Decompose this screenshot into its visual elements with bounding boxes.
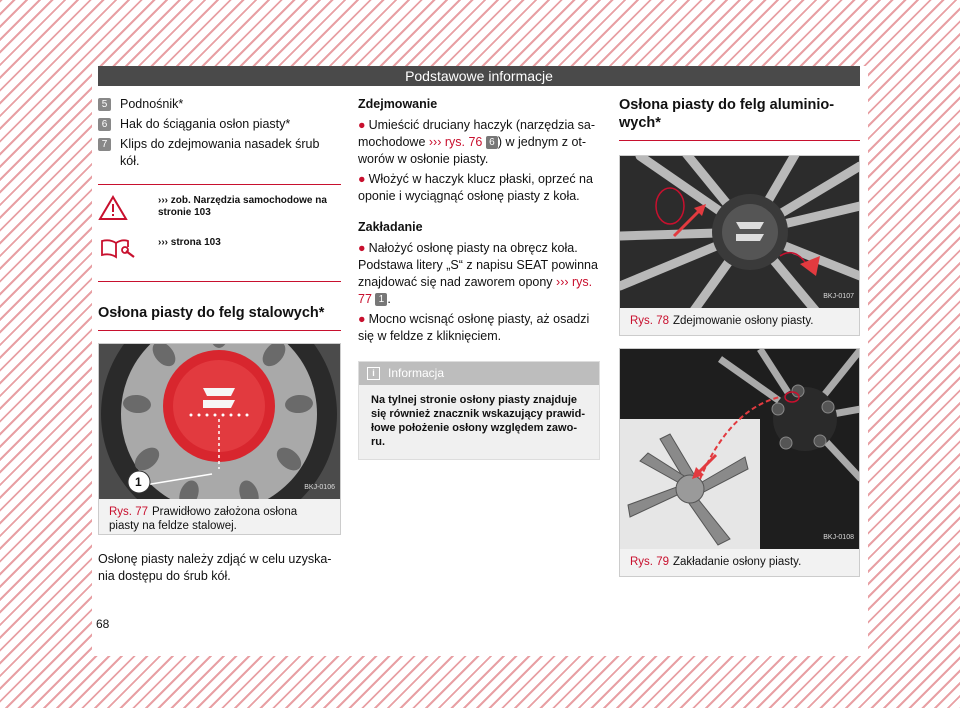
step-text: Umieścić druciany haczyk (narzędzia sa­m…	[358, 118, 596, 149]
page-header: Podstawowe informacje	[98, 66, 860, 86]
page-number: 68	[96, 617, 110, 631]
alloy-wheel-removal-illustration	[620, 156, 859, 308]
item-number: 6	[98, 118, 111, 131]
figure-reference-link[interactable]: ››› rys. 76	[428, 135, 483, 149]
figure-label: Rys. 79	[630, 556, 669, 568]
column-1: 5 Podnośnik* 6 Hak do ściągania osłon pi…	[98, 96, 341, 585]
figure-caption: Rys. 79 Zakładanie osłony piasty.	[620, 549, 859, 576]
caption-text: Zdejmowanie osłony piasty.	[673, 315, 814, 327]
info-title: Informacja	[388, 366, 445, 380]
caption-text: Prawidłowo założona osłona piasty na fel…	[109, 506, 298, 532]
info-icon: i	[367, 367, 380, 380]
warning-row: ››› zob. Narzędzia samochodowe na stroni…	[98, 195, 341, 225]
step-text: Mocno wcisnąć osłonę piasty, aż osadzi s…	[358, 312, 590, 343]
steel-wheel-illustration	[99, 344, 340, 499]
figure-code: BKJ-0107	[823, 293, 854, 300]
figure-79: BKJ-0108 Rys. 79 Zakładanie osłony piasty…	[619, 348, 860, 577]
figure-label: Rys. 77	[109, 506, 148, 518]
body-paragraph: Osłonę piasty należy zdjąć w celu uzyska…	[98, 552, 332, 583]
step-text: Włożyć w haczyk klucz płaski, oprzeć na …	[358, 172, 593, 203]
reference-link[interactable]: ››› strona 103	[158, 237, 221, 248]
item-number: 1	[375, 293, 388, 307]
item-text: Hak do ściągania osłon piasty*	[120, 117, 291, 131]
figure-code: BKJ-0106	[304, 484, 335, 491]
subheading-install: Zakładanie	[358, 220, 423, 234]
info-box: i Informacja Na tylnej stronie osłony pi…	[358, 361, 600, 460]
step-text: ) w jednym z ot­worów w osłonie piasty.	[358, 135, 587, 166]
subheading-removal: Zdejmowanie	[358, 97, 438, 111]
list-item: 6 Hak do ściągania osłon piasty*	[98, 116, 341, 133]
figure-78: BKJ-0107 Rys. 78 Zdejmowanie osłony piast…	[619, 155, 860, 336]
figure-reference-link[interactable]: ››› rys. 77	[358, 275, 593, 306]
figure-caption: Rys. 78 Zdejmowanie osłony piasty.	[620, 308, 859, 335]
item-text: Podnośnik*	[120, 97, 184, 111]
alloy-wheel-install-illustration	[620, 349, 859, 549]
step-text: .	[387, 292, 391, 306]
book-wrench-icon	[98, 237, 158, 265]
item-number: 6	[485, 136, 498, 150]
section-title-steel: Osłona piasty do felg stalowych*	[98, 304, 341, 331]
reference-row: ››› strona 103	[98, 237, 341, 265]
warning-triangle-icon	[98, 195, 158, 225]
warning-box: ››› zob. Narzędzia samochodowe na stroni…	[98, 184, 341, 282]
callout-number: 1	[135, 475, 142, 489]
caption-text: Zakładanie osłony piasty.	[673, 556, 802, 568]
section-title-alloy: Osłona piasty do felg aluminio­wych*	[619, 96, 860, 141]
column-2: Zdejmowanie ●Umieścić druciany haczyk (n…	[358, 96, 600, 460]
item-number: 7	[98, 138, 111, 151]
item-number: 5	[98, 98, 111, 111]
list-item: 7 Klips do zdejmowania nasadek śrub kół.	[98, 136, 341, 170]
figure-label: Rys. 78	[630, 315, 669, 327]
removal-step-2: ●Włożyć w haczyk klucz płaski, oprzeć na…	[358, 172, 593, 203]
install-step-1: ●Nałożyć osłonę piasty na obręcz koła. P…	[358, 241, 598, 307]
info-header: i Informacja	[359, 362, 599, 385]
figure-image: BKJ-0108	[620, 349, 859, 549]
figure-image: BKJ-0107	[620, 156, 859, 308]
list-item: 5 Podnośnik*	[98, 96, 341, 113]
step-text: Nałożyć osłonę piasty na obręcz koła. Po…	[358, 241, 598, 289]
info-body: Na tylnej stronie osłony piasty znajduje…	[371, 394, 585, 448]
column-3: Osłona piasty do felg aluminio­wych*	[619, 96, 860, 577]
figure-code: BKJ-0108	[823, 534, 854, 541]
install-step-2: ●Mocno wcisnąć osłonę piasty, aż osadzi …	[358, 312, 590, 343]
warning-link[interactable]: ››› zob. Narzędzia samochodowe na stroni…	[158, 195, 327, 218]
item-text: Klips do zdejmowania nasadek śrub kół.	[120, 137, 320, 168]
figure-image: 1 BKJ-0106	[99, 344, 340, 499]
removal-step-1: ●Umieścić druciany haczyk (narzędzia sa­…	[358, 118, 596, 166]
